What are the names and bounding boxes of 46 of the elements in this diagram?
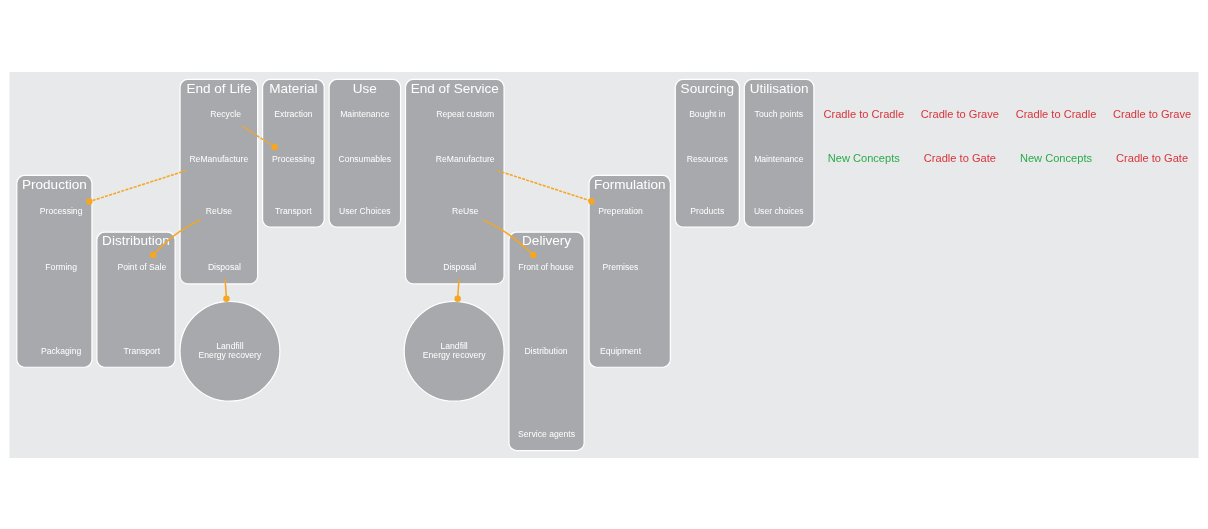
node-text: Products <box>690 204 725 215</box>
node-text: Touch points <box>754 108 803 119</box>
node-text: Point of Sale <box>117 261 167 272</box>
node-text: Premises <box>602 261 639 272</box>
node-text: Service agents <box>518 428 576 439</box>
node-text: Front of house <box>518 261 574 272</box>
label: Cradle to Grave <box>1112 107 1192 120</box>
label: Cradle to Gate <box>923 151 996 164</box>
connector <box>223 277 230 302</box>
node-text: Transport <box>123 345 161 356</box>
node-text: ReManufacture <box>189 153 249 164</box>
connector <box>241 125 278 150</box>
node-text: Disposal <box>443 261 477 272</box>
label: New Concepts <box>827 151 900 164</box>
node-text: Transport <box>275 204 312 215</box>
node-text: Processing <box>272 153 315 164</box>
node-text: Consumables <box>338 153 392 164</box>
node-text: Processing <box>39 204 83 215</box>
node-text: Repeat custom <box>436 108 495 119</box>
node-text: Packaging <box>41 345 82 356</box>
node-text: Preperation <box>598 204 643 215</box>
node-text: ReUse <box>452 204 479 215</box>
label: Cradle to Cradle <box>823 107 905 120</box>
connector <box>149 218 202 258</box>
label: Cradle to Grave <box>920 107 999 120</box>
node-text: Bought in <box>689 108 726 119</box>
connector <box>454 277 461 302</box>
node-text: Resources <box>686 153 728 164</box>
node-text: ReUse <box>205 204 233 215</box>
node-circle: Landfill Energy recovery <box>403 300 505 402</box>
node-text: ReManufacture <box>435 153 495 164</box>
label: New Concepts <box>1019 151 1093 164</box>
node-text: Recycle <box>210 108 241 119</box>
node-text: Distribution <box>524 345 568 356</box>
label: Cradle to Cradle <box>1015 107 1097 120</box>
node-text: Maintenance <box>340 108 390 119</box>
node-text: User Choices <box>339 204 391 215</box>
label: Cradle to Gate <box>1116 151 1189 164</box>
node-text: Equipment <box>599 345 642 356</box>
node-circle: Landfill Energy recovery <box>179 300 281 402</box>
connector <box>482 218 537 258</box>
node-text: Forming <box>45 261 77 272</box>
node-text: Maintenance <box>754 153 804 164</box>
node-text: User choices <box>753 204 804 215</box>
node-text: Extraction <box>274 108 313 119</box>
node-text: Disposal <box>207 261 241 272</box>
